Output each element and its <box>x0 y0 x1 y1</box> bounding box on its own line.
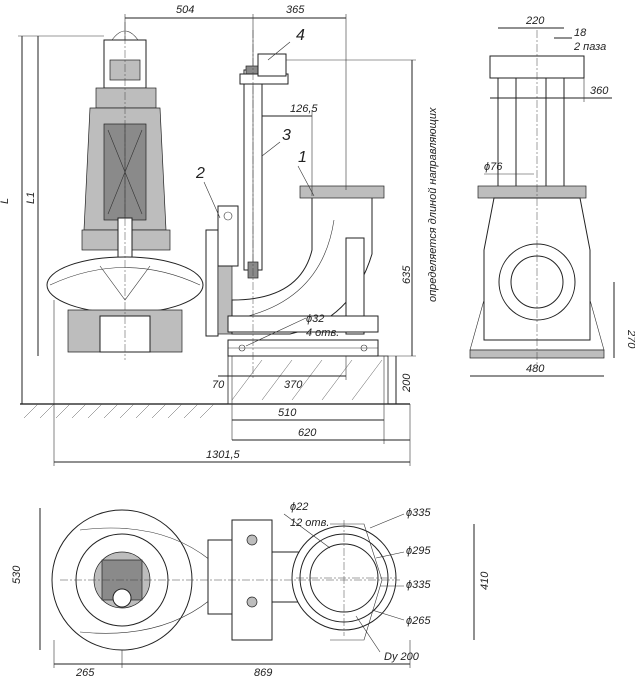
dim-1301-5: 1301,5 <box>206 449 241 461</box>
foundation-block <box>227 355 389 405</box>
dim-220: 220 <box>525 15 545 27</box>
dim-510: 510 <box>278 407 297 419</box>
callout-4: 4 <box>296 27 305 44</box>
coupling-bracket <box>217 205 239 267</box>
dim-L: L <box>0 198 11 204</box>
dim-phi265: ϕ265 <box>406 615 431 627</box>
dim-18: 18 <box>574 27 587 39</box>
dim-phi22: ϕ22 <box>290 501 308 513</box>
plan-rail-left <box>246 534 258 546</box>
dim-365: 365 <box>286 4 305 16</box>
plan-lifting-eye <box>112 588 132 608</box>
dim-phi295: ϕ295 <box>406 545 431 557</box>
dim-200: 200 <box>401 373 413 393</box>
side-flange <box>477 185 587 199</box>
dim-635: 635 <box>401 265 413 284</box>
dim-phi335-bottom: ϕ335 <box>406 579 431 591</box>
dim-410: 410 <box>479 571 491 590</box>
pump-motor <box>81 30 171 267</box>
dim-phi32: ϕ32 <box>306 313 324 325</box>
dim-L1: L1 <box>25 192 37 204</box>
callout-3: 3 <box>282 127 291 144</box>
dim-126-5: 126,5 <box>290 103 318 115</box>
callout-2: 2 <box>195 165 205 182</box>
plan-rail-right <box>246 596 258 608</box>
dim-620: 620 <box>298 427 317 439</box>
discharge-elbow <box>231 185 385 335</box>
base-frame <box>227 315 379 357</box>
dim-slots: 2 паза <box>573 41 606 53</box>
dim-480: 480 <box>526 363 545 375</box>
dim-370: 370 <box>284 379 303 391</box>
dim-dy200: Dy 200 <box>384 651 420 663</box>
pump-discharge-flange <box>205 229 219 337</box>
front-view: 504 365 126,5 L L1 635 определяется длин… <box>0 4 439 466</box>
note-guide-length: определяется длиной направляющих <box>427 107 439 302</box>
side-view: 220 18 2 паза 360 ϕ76 270 480 <box>469 15 635 377</box>
dim-70: 70 <box>212 379 225 391</box>
plan-coupling <box>207 539 233 615</box>
dim-270: 270 <box>625 329 635 349</box>
plan-view: 530 410 ϕ22 12 отв. ϕ335 ϕ295 ϕ335 ϕ265 … <box>11 501 491 679</box>
front-dimensions: 504 365 126,5 L L1 635 определяется длин… <box>0 4 439 466</box>
dim-phi335-top: ϕ335 <box>406 507 431 519</box>
dim-phi22-holes: 12 отв. <box>290 517 329 529</box>
side-dimensions: 220 18 2 паза 360 ϕ76 270 480 <box>470 15 635 377</box>
upper-rail-holder <box>239 53 289 85</box>
dim-265: 265 <box>75 667 95 679</box>
plan-dimensions: 530 410 ϕ22 12 отв. ϕ335 ϕ295 ϕ335 ϕ265 … <box>11 501 491 679</box>
dim-530: 530 <box>11 565 23 584</box>
callouts: 4 3 1 2 <box>195 27 315 219</box>
dim-phi32-holes: 4 отв. <box>306 327 339 339</box>
dim-869: 869 <box>254 667 272 679</box>
dim-360: 360 <box>590 85 609 97</box>
dim-504: 504 <box>176 4 194 16</box>
dim-phi76: ϕ76 <box>484 161 503 173</box>
ground-hatch <box>23 403 215 419</box>
foundation-hatch <box>231 359 383 401</box>
callout-1: 1 <box>298 149 307 166</box>
